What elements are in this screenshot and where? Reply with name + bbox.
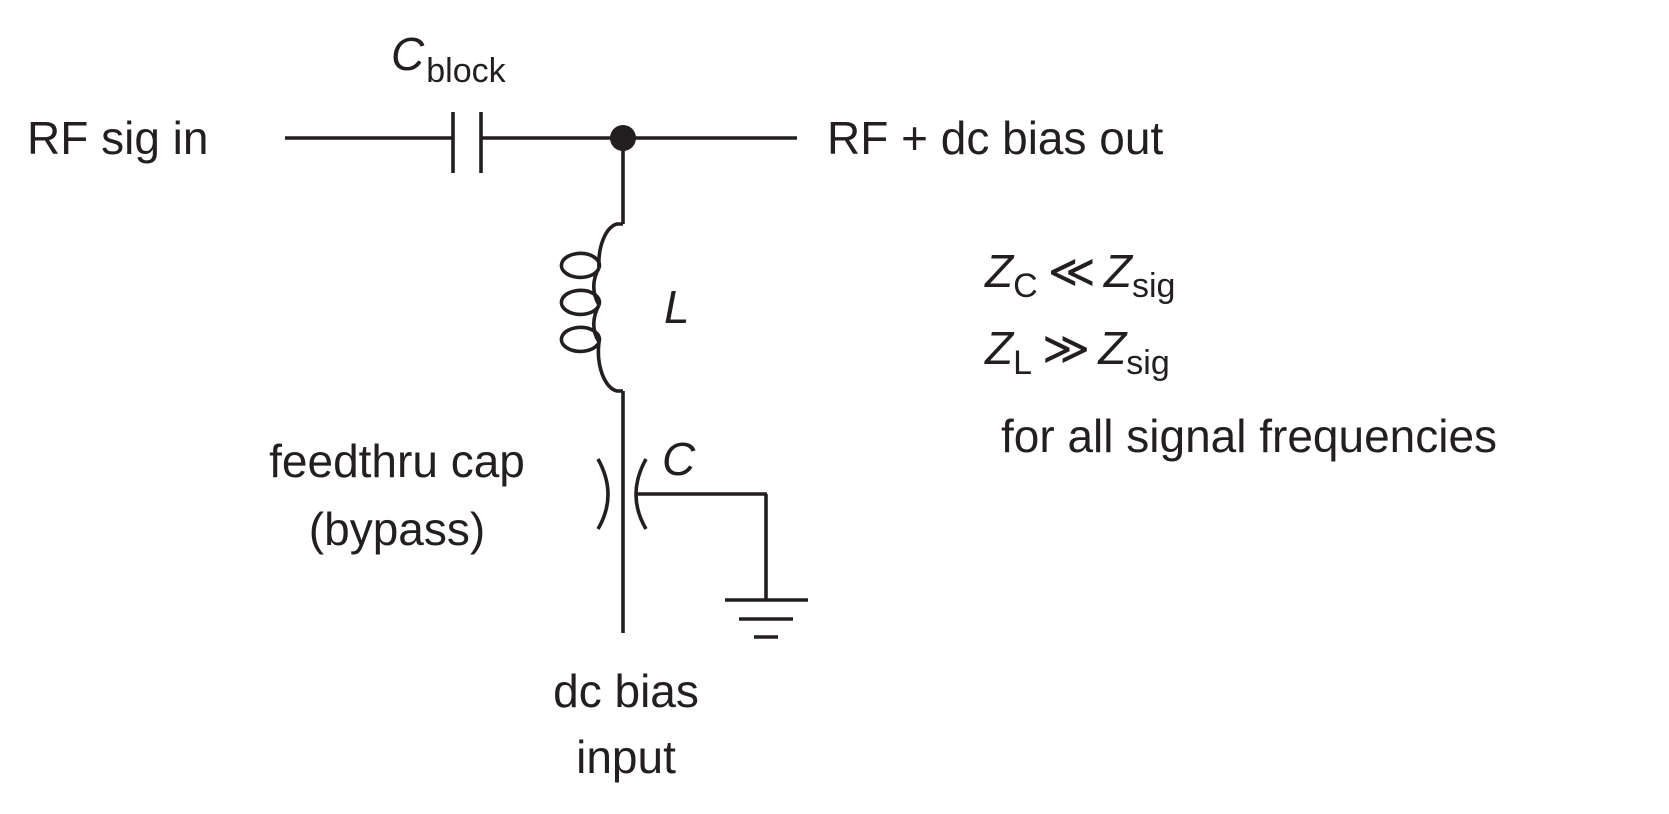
condition-2-operator: ≫ <box>1042 322 1090 374</box>
condition-1-lhs-sub: C <box>1013 267 1038 305</box>
inductor-label: L <box>664 281 690 333</box>
c-block-main: C <box>391 28 425 80</box>
rf-input-label: RF sig in <box>27 112 208 164</box>
conditions-note: for all signal frequencies <box>1001 410 1497 462</box>
feedthru-cap-c-label: C <box>662 433 696 485</box>
feedthru-label-line1: feedthru cap <box>269 435 525 487</box>
dc-input-label-line1: dc bias <box>553 665 699 717</box>
c-block-subscript: block <box>426 52 506 90</box>
inductor-coil-icon <box>559 222 623 393</box>
feedthru-label-line2: (bypass) <box>309 503 485 555</box>
condition-2: ZL≫Zsig <box>984 322 1170 382</box>
condition-2-rhs: Z <box>1097 322 1128 374</box>
condition-2-rhs-sub: sig <box>1126 344 1169 382</box>
blocking-capacitor-icon <box>451 112 483 173</box>
condition-1-lhs: Z <box>984 245 1015 297</box>
condition-1-rhs-sub: sig <box>1132 267 1175 305</box>
rf-output-label: RF + dc bias out <box>827 112 1163 164</box>
ground-icon <box>725 598 808 639</box>
condition-1-operator: ≪ <box>1048 245 1096 297</box>
condition-2-lhs: Z <box>984 322 1015 374</box>
c-block-label: Cblock <box>391 28 507 90</box>
feedthru-capacitor-icon <box>596 458 648 530</box>
dc-input-label-line2: input <box>576 731 676 783</box>
condition-1: ZC≪Zsig <box>984 245 1175 305</box>
condition-2-lhs-sub: L <box>1013 344 1032 382</box>
condition-1-rhs: Z <box>1103 245 1134 297</box>
